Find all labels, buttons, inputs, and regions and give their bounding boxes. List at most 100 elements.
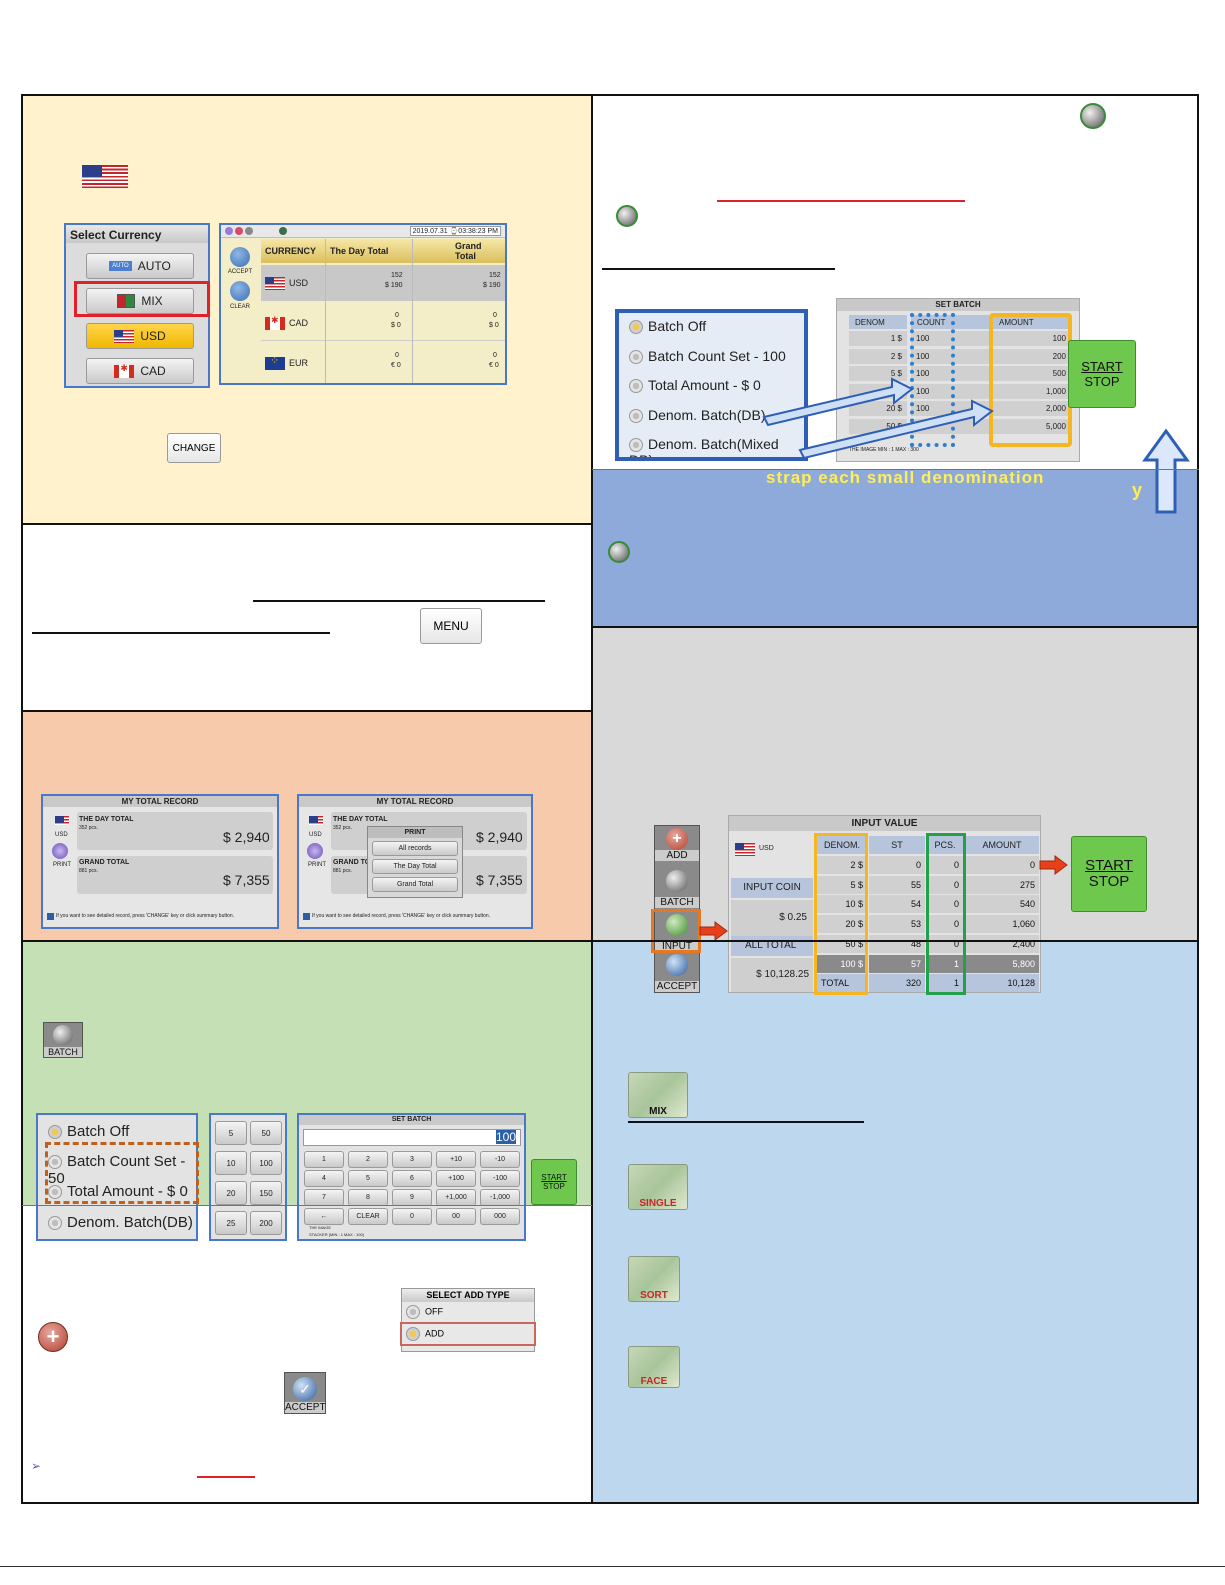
key-150[interactable]: 150 bbox=[250, 1181, 282, 1205]
denom-table-cell[interactable]: 100 bbox=[911, 348, 989, 364]
input-table-cell[interactable]: 0 bbox=[927, 875, 963, 894]
check-icon[interactable] bbox=[279, 227, 287, 235]
batch-icon[interactable] bbox=[616, 205, 638, 227]
currency-cad-button[interactable]: CAD bbox=[86, 358, 194, 384]
currency-auto-button[interactable]: AUTO AUTO bbox=[86, 253, 194, 279]
keypad-key[interactable]: 000 bbox=[480, 1208, 520, 1225]
change-button[interactable]: CHANGE bbox=[167, 433, 221, 463]
row-eur[interactable] bbox=[261, 343, 505, 381]
keypad-key[interactable]: 1 bbox=[304, 1151, 344, 1168]
keypad-key[interactable]: 0 bbox=[392, 1208, 432, 1225]
key-200[interactable]: 200 bbox=[250, 1211, 282, 1235]
option-denom-batch-mixed[interactable]: Denom. Batch(Mixed DB) bbox=[629, 436, 779, 461]
currency-usd-button[interactable]: USD bbox=[86, 323, 194, 349]
denom-table-cell[interactable]: 100 bbox=[911, 383, 989, 399]
input-table-cell[interactable]: 1 bbox=[927, 954, 963, 973]
red-icon[interactable] bbox=[235, 227, 243, 235]
option-batch-off[interactable]: Batch Off bbox=[629, 318, 706, 335]
panel-add: + SELECT ADD TYPE OFF ADD ✓ ACCEPT ➢ bbox=[22, 1206, 592, 1502]
denom-table-cell[interactable]: 100 bbox=[911, 331, 989, 346]
add-icon[interactable]: + bbox=[38, 1322, 68, 1352]
option-denom-batch[interactable]: Denom. Batch(DB) bbox=[48, 1214, 193, 1231]
option-total-amount[interactable]: Total Amount - $ 0 bbox=[48, 1183, 188, 1200]
keypad-key[interactable]: ← bbox=[304, 1208, 344, 1225]
col-daytotal-header: The Day Total bbox=[330, 246, 389, 256]
input-table-cell[interactable]: 0 bbox=[927, 934, 963, 953]
single-mode-icon[interactable]: SINGLE bbox=[628, 1164, 688, 1210]
printer-icon[interactable] bbox=[307, 843, 323, 859]
batch-value-input[interactable]: 100 bbox=[303, 1129, 521, 1146]
input-button[interactable]: INPUT bbox=[655, 914, 699, 954]
option-batch-off[interactable]: Batch Off bbox=[48, 1123, 129, 1140]
batch-button[interactable]: BATCH bbox=[655, 870, 699, 910]
add-type-add[interactable]: ADD bbox=[400, 1322, 536, 1346]
input-table-cell: 0 bbox=[869, 856, 925, 874]
keypad-key[interactable]: 5 bbox=[348, 1170, 388, 1187]
sort-mode-icon[interactable]: SORT bbox=[628, 1256, 680, 1302]
keypad-key[interactable]: 4 bbox=[304, 1170, 344, 1187]
accept-icon[interactable] bbox=[230, 247, 250, 267]
arrow-bullet-icon: ➢ bbox=[31, 1459, 42, 1473]
face-mode-icon[interactable]: FACE bbox=[628, 1346, 680, 1388]
add-type-off[interactable]: OFF bbox=[402, 1302, 534, 1322]
input-coin-label: INPUT COIN bbox=[731, 878, 813, 898]
denom-table-cell[interactable]: 100 bbox=[911, 366, 989, 381]
row-usd[interactable] bbox=[261, 265, 505, 301]
input-table-cell[interactable]: 0 bbox=[927, 895, 963, 914]
input-table-cell: 5,800 bbox=[965, 954, 1039, 973]
batch-icon[interactable] bbox=[608, 541, 630, 563]
row-cad[interactable] bbox=[261, 303, 505, 341]
input-coin-value[interactable]: $ 0.25 bbox=[731, 900, 813, 936]
accept-button[interactable]: ✓ ACCEPT bbox=[284, 1372, 326, 1414]
frame-left bbox=[21, 94, 593, 1504]
printer-icon[interactable] bbox=[52, 843, 68, 859]
currency-mix-button[interactable]: MIX bbox=[86, 288, 194, 314]
add-button[interactable]: + ADD bbox=[655, 828, 699, 868]
key-100[interactable]: 100 bbox=[250, 1151, 282, 1175]
grand-total-box[interactable] bbox=[77, 856, 273, 894]
keypad-key[interactable]: 00 bbox=[436, 1208, 476, 1225]
key-20[interactable]: 20 bbox=[215, 1181, 247, 1205]
option-denom-batch[interactable]: Denom. Batch(DB) bbox=[629, 407, 765, 424]
frame-right bbox=[591, 94, 1199, 1504]
keypad-key[interactable]: 2 bbox=[348, 1151, 388, 1168]
keypad-key[interactable]: -10 bbox=[480, 1151, 520, 1168]
accept-button[interactable]: ACCEPT bbox=[655, 954, 699, 994]
input-table-cell: 53 bbox=[869, 915, 925, 934]
menu-button[interactable]: MENU bbox=[420, 608, 482, 644]
batch-icon[interactable] bbox=[1080, 103, 1106, 129]
keypad-key[interactable]: 6 bbox=[392, 1170, 432, 1187]
keypad-key[interactable]: CLEAR bbox=[348, 1208, 388, 1225]
keypad-key[interactable]: -100 bbox=[480, 1170, 520, 1187]
print-day-total[interactable]: The Day Total bbox=[372, 859, 458, 874]
batch-options-dashed-box bbox=[45, 1142, 199, 1204]
keypad-key[interactable]: +10 bbox=[436, 1151, 476, 1168]
round-icon[interactable] bbox=[245, 227, 253, 235]
keypad-key[interactable]: +100 bbox=[436, 1170, 476, 1187]
input-table-cell: 20 $ bbox=[817, 915, 867, 934]
key-5[interactable]: 5 bbox=[215, 1121, 247, 1145]
clear-icon[interactable] bbox=[230, 281, 250, 301]
print-all-records[interactable]: All records bbox=[372, 841, 458, 856]
option-batch-count[interactable]: Batch Count Set - 100 bbox=[629, 348, 786, 365]
option-batch-count[interactable]: Batch Count Set - 50 bbox=[48, 1153, 186, 1187]
keypad-key[interactable]: 3 bbox=[392, 1151, 432, 1168]
day-total-box[interactable] bbox=[77, 812, 273, 850]
key-50[interactable]: 50 bbox=[250, 1121, 282, 1145]
divider bbox=[592, 626, 1199, 628]
mix-mode-icon[interactable]: MIX bbox=[628, 1072, 688, 1118]
batch-icon[interactable]: BATCH bbox=[43, 1022, 83, 1058]
input-table-cell[interactable]: 0 bbox=[927, 856, 963, 874]
print-grand-total[interactable]: Grand Total bbox=[372, 877, 458, 892]
menu-icon[interactable] bbox=[225, 227, 233, 235]
input-table-cell[interactable]: 0 bbox=[927, 915, 963, 934]
option-total-amount[interactable]: Total Amount - $ 0 bbox=[629, 377, 761, 394]
input-table-cell: 10 $ bbox=[817, 895, 867, 914]
key-25[interactable]: 25 bbox=[215, 1211, 247, 1235]
key-10[interactable]: 10 bbox=[215, 1151, 247, 1175]
keypad-key[interactable]: +1,000 bbox=[436, 1189, 476, 1206]
total-record-screen-1: MY TOTAL RECORD USD PRINT THE DAY TOTAL … bbox=[41, 794, 279, 929]
